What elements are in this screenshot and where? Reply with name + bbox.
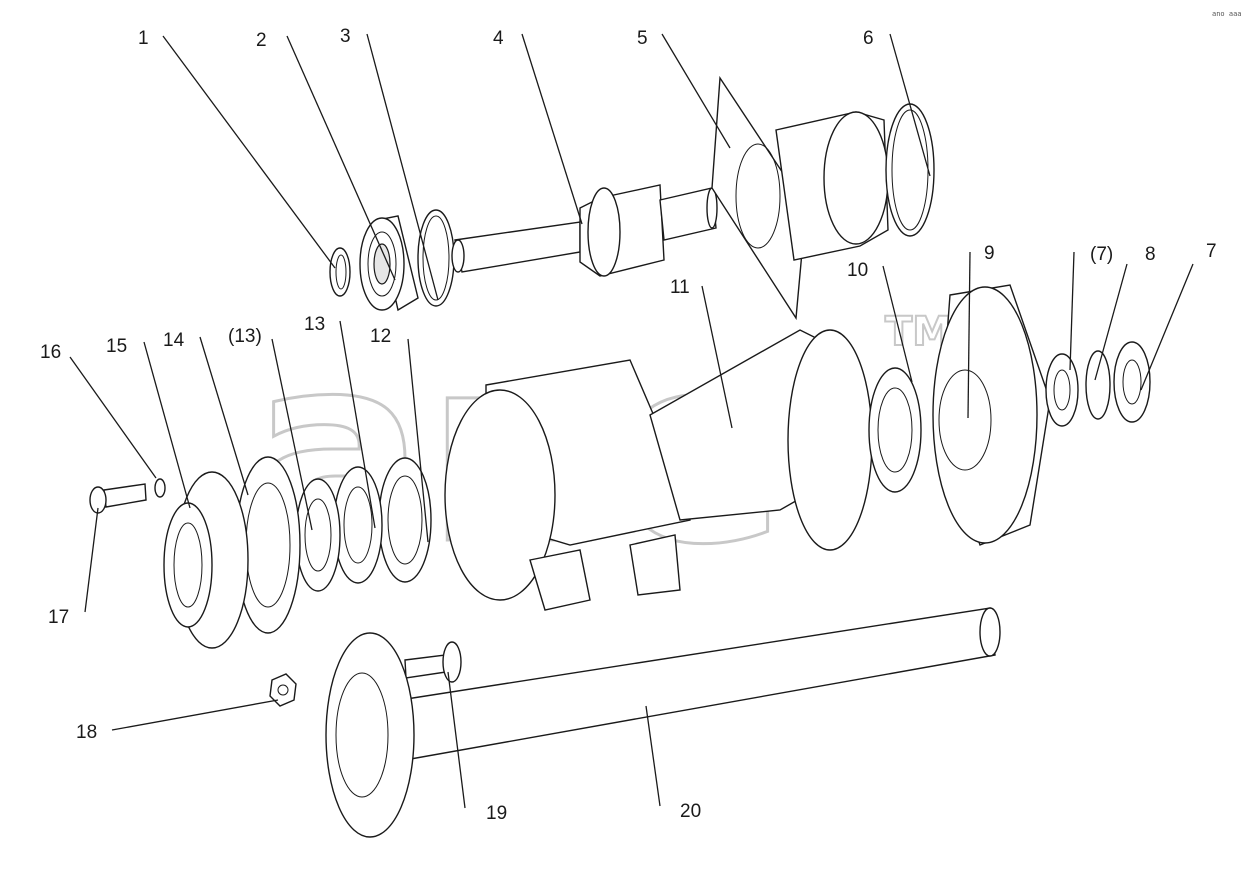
part-2-bearing: [359, 215, 419, 312]
part-11-main-housing: [444, 329, 873, 611]
part-4-gear-shaft: [451, 184, 718, 277]
callout-1: 1: [138, 28, 149, 49]
callout-14: 14: [163, 330, 185, 351]
part-5-flange-housing: [711, 75, 889, 321]
callout-2: 2: [256, 30, 267, 51]
part-9-large-gear: [932, 284, 1051, 546]
part-7-nut-right: [1113, 341, 1151, 423]
part-18-nut: [269, 673, 297, 707]
part-7-nut: [1045, 353, 1079, 427]
part-13b-spacer: [295, 478, 341, 592]
callout-4: 4: [493, 28, 504, 49]
leader-lines: [69, 33, 1194, 809]
callout-15: 15: [106, 336, 127, 357]
callout-7-alt: (7): [1090, 244, 1113, 265]
callout-16: 16: [40, 342, 61, 363]
callout-3: 3: [340, 26, 351, 47]
callout-labels: 1 2 3 4 5 6 7 (7) 8 9 10 11 12 13 (13) 1…: [40, 26, 1217, 824]
corner-mark: ano aaa: [1212, 10, 1242, 18]
part-17-bolt: [89, 483, 147, 514]
callout-12: 12: [370, 326, 391, 347]
callout-19: 19: [486, 803, 507, 824]
part-20-axle-shaft: [325, 607, 1001, 838]
part-1-snap-ring: [329, 247, 351, 297]
callout-17: 17: [48, 607, 69, 628]
part-19-bolt: [404, 641, 462, 683]
callout-13: 13: [304, 314, 325, 335]
callout-5: 5: [637, 28, 648, 49]
callout-7: 7: [1206, 241, 1217, 262]
callout-9: 9: [984, 243, 995, 264]
callout-10: 10: [847, 260, 868, 281]
part-10-bearing: [868, 367, 922, 493]
part-16-washer: [154, 478, 166, 498]
callout-18: 18: [76, 722, 97, 743]
part-6-o-ring-large: [885, 103, 935, 237]
part-12-bearing: [378, 457, 432, 583]
callout-11: 11: [670, 277, 690, 298]
part-8-lock-washer: [1085, 350, 1111, 420]
callout-20: 20: [680, 801, 701, 822]
callout-8: 8: [1145, 244, 1156, 265]
part-3-o-ring: [417, 209, 455, 307]
part-15-flange-cap: [163, 471, 249, 649]
callout-6: 6: [863, 28, 874, 49]
callout-13-alt: (13): [228, 326, 262, 347]
